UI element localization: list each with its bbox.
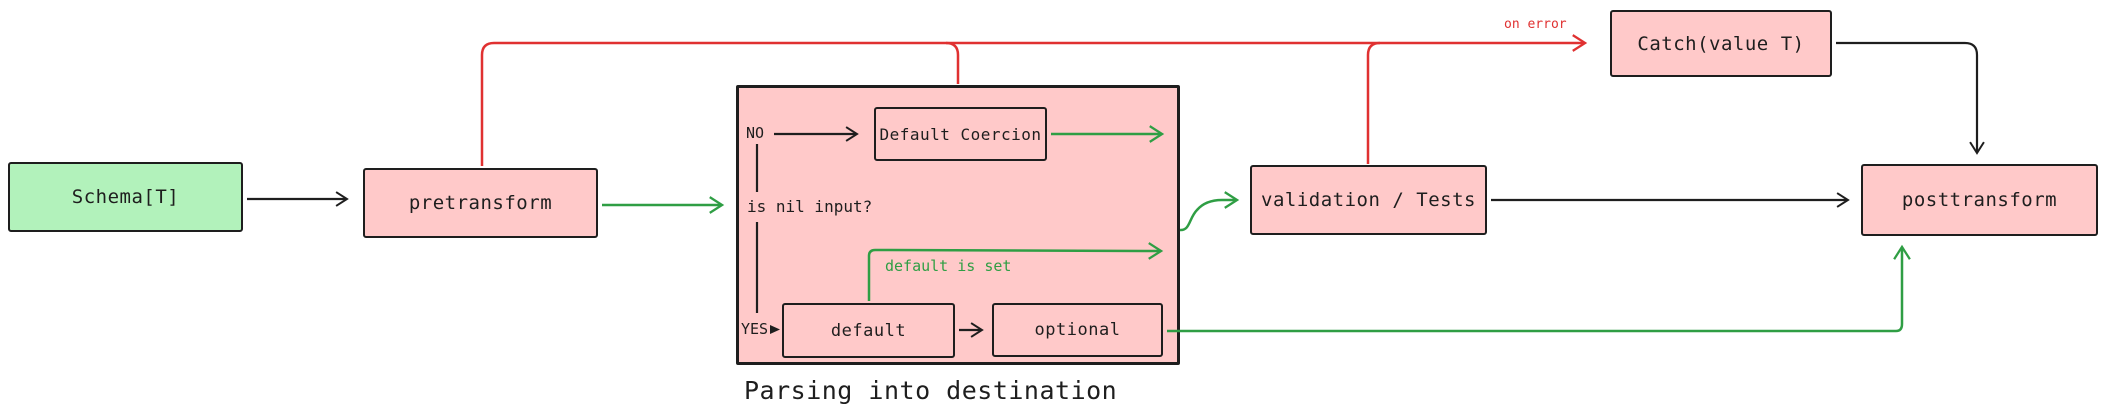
node-optional-label: optional [1034, 320, 1121, 340]
node-catch: Catch(value T) [1610, 10, 1832, 77]
decision-yes-label: YES [741, 320, 769, 338]
node-posttransform-label: posttransform [1901, 189, 2058, 211]
node-default-label: default [830, 320, 907, 341]
node-pretransform-label: pretransform [408, 192, 553, 214]
node-posttransform: posttransform [1861, 164, 2098, 236]
node-schema-label: Schema[T] [71, 186, 180, 208]
node-catch-label: Catch(value T) [1637, 32, 1805, 55]
arrow-on-error-to-catch [480, 34, 1588, 166]
node-pretransform: pretransform [363, 168, 598, 238]
node-validation-label: validation / Tests [1261, 189, 1476, 211]
edge-label-default-is-set: default is set [885, 257, 1012, 275]
node-default-coercion-label: Default Coercion [879, 124, 1042, 144]
black-arrows [247, 41, 1985, 338]
node-validation: validation / Tests [1250, 165, 1487, 235]
edge-label-on-error: on error [1504, 17, 1567, 32]
line-error-from-validation [1366, 41, 1381, 164]
red-error-paths [480, 34, 1588, 166]
arrow-catch-to-posttransform [1836, 41, 1985, 155]
arrow-optional-to-posttransform [1167, 244, 1911, 333]
node-schema: Schema[T] [8, 162, 243, 232]
decision-no-label: NO [746, 124, 765, 142]
line-error-from-parsing-group [945, 41, 960, 84]
decision-question-label: is nil input? [747, 197, 873, 216]
group-caption: Parsing into destination [744, 376, 1118, 405]
arrow-group-to-validation [1179, 191, 1240, 232]
yes-arrowhead [770, 325, 780, 334]
node-optional: optional [992, 303, 1163, 357]
node-default: default [782, 303, 955, 358]
green-success-paths [602, 125, 1911, 333]
arrow-default-is-set [867, 242, 1164, 301]
node-default-coercion: Default Coercion [874, 107, 1047, 161]
